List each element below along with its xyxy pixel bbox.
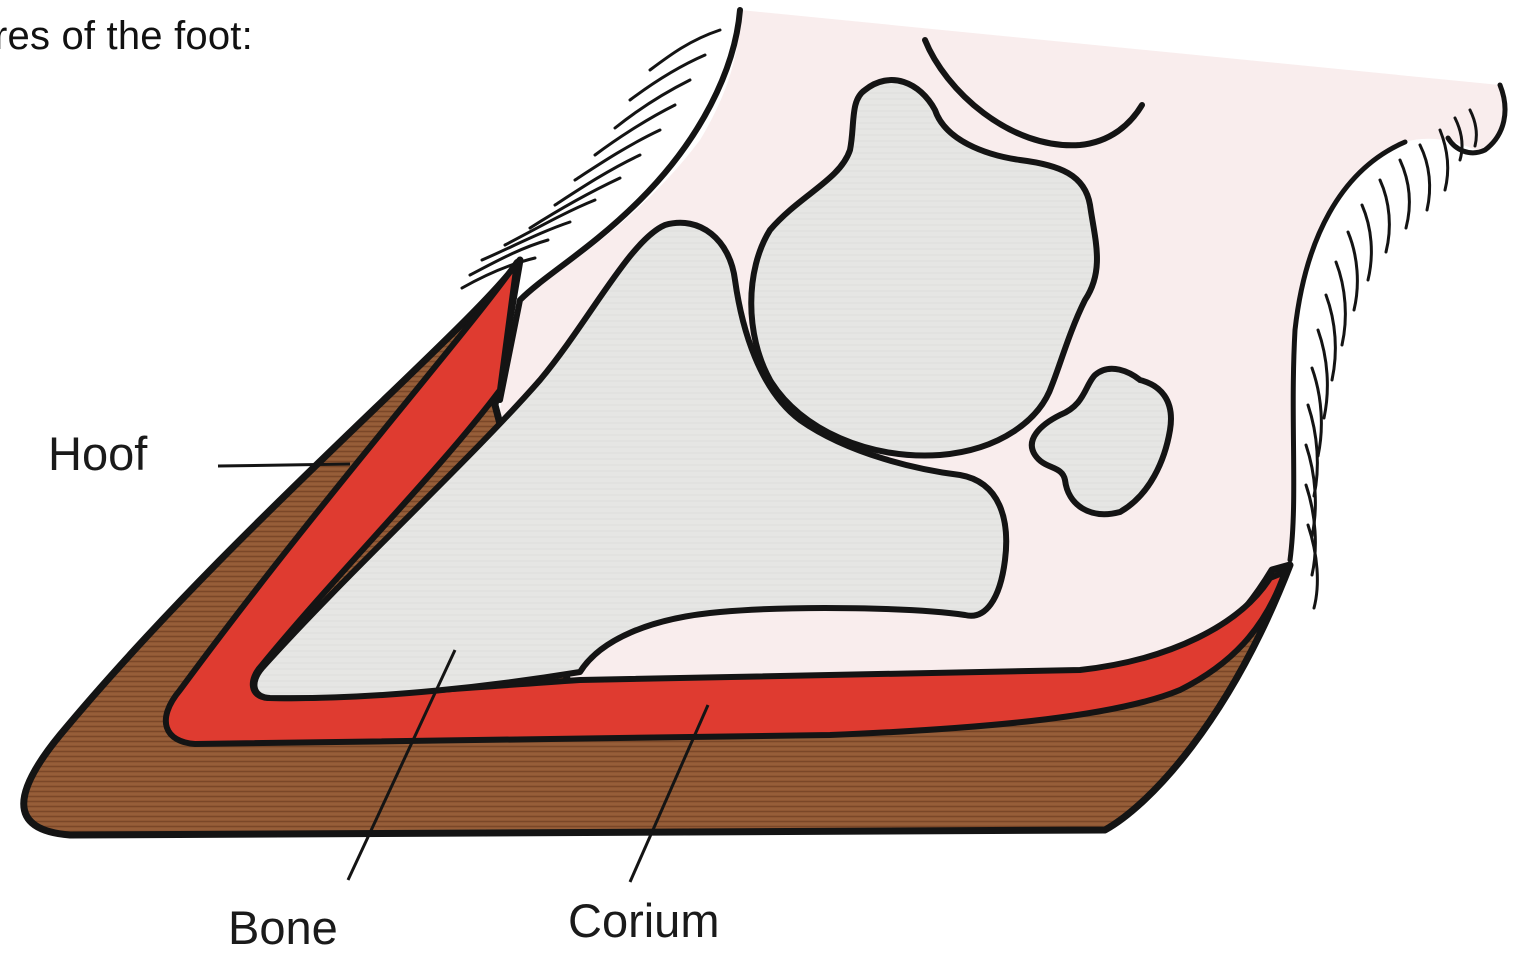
slide-heading: res of the foot: xyxy=(0,14,253,59)
corium-label: Corium xyxy=(568,893,719,948)
hoof-label: Hoof xyxy=(48,426,147,481)
hoof-leader-line xyxy=(218,464,350,466)
bone-label: Bone xyxy=(228,900,338,955)
